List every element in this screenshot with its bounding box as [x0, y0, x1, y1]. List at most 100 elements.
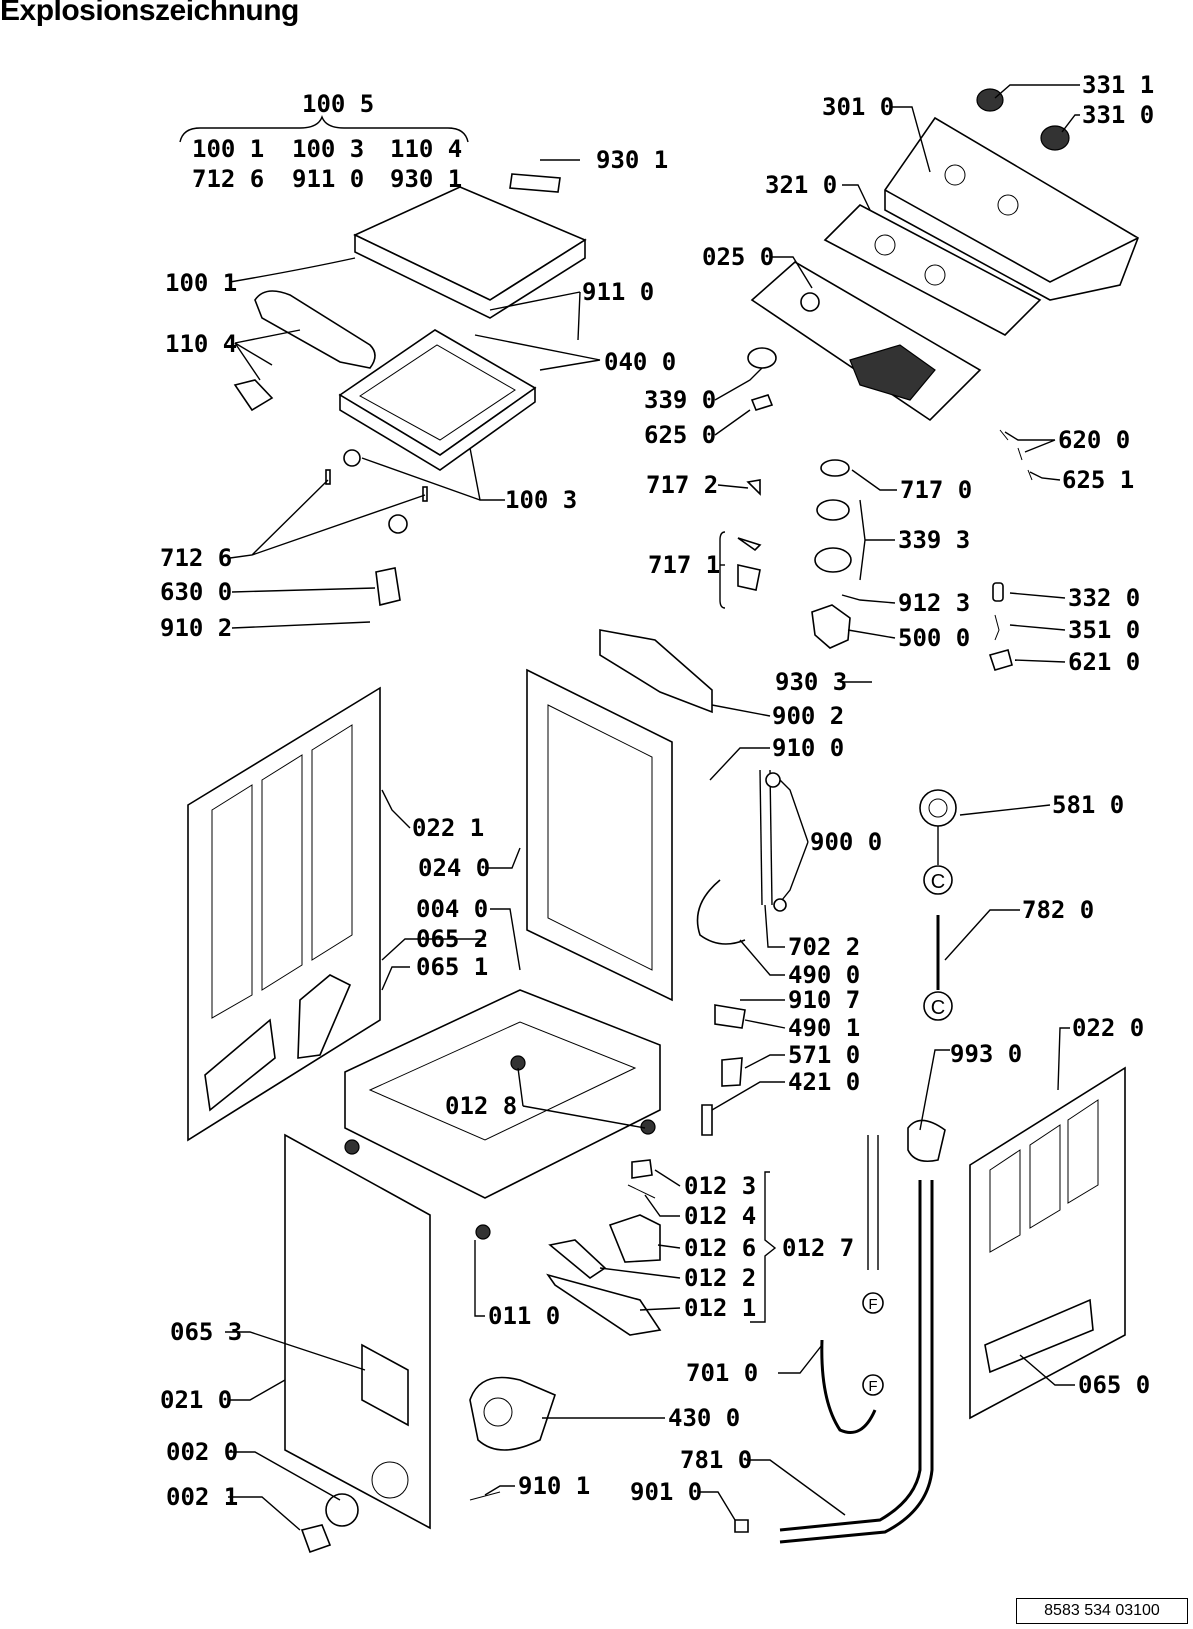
- part-label: 065 0: [1078, 1371, 1150, 1399]
- part-label: 993 0: [950, 1040, 1022, 1068]
- part-label: 910 2: [160, 614, 232, 642]
- part-label: 717 1: [648, 551, 720, 579]
- part-label: 430 0: [668, 1404, 740, 1432]
- group-header-item: 911 0: [292, 165, 364, 193]
- handle-clip: [233, 379, 274, 412]
- connector-label: F: [868, 1296, 877, 1313]
- part-label: 490 0: [788, 961, 860, 989]
- rear-bracket: [599, 629, 713, 714]
- part-label: 717 0: [900, 476, 972, 504]
- part-label: 024 0: [418, 854, 490, 882]
- part-label: 331 1: [1082, 71, 1154, 99]
- group-header-item: 930 1: [390, 165, 462, 193]
- part-label: 900 2: [772, 702, 844, 730]
- group-header-item: 100 3: [292, 135, 364, 163]
- sensor-part: [919, 789, 957, 827]
- part-label: 339 3: [898, 526, 970, 554]
- part-label: 100 1: [165, 269, 237, 297]
- part-label: 911 0: [582, 278, 654, 306]
- pump-part: [469, 1376, 556, 1451]
- part-label: 012 7: [782, 1234, 854, 1262]
- part-label: 621 0: [1068, 648, 1140, 676]
- part-label: 712 6: [160, 544, 232, 572]
- part-label: 351 0: [1068, 616, 1140, 644]
- block-part: [375, 567, 401, 606]
- part-label: 065 3: [170, 1318, 242, 1346]
- lid-part: [353, 186, 587, 301]
- part-label: 910 0: [772, 734, 844, 762]
- part-label: 021 0: [160, 1386, 232, 1414]
- connector-marker: [923, 865, 953, 895]
- part-label: 630 0: [160, 578, 232, 606]
- part-label: 581 0: [1052, 791, 1124, 819]
- part-label: 900 0: [810, 828, 882, 856]
- part-label: 571 0: [788, 1041, 860, 1069]
- connectors: C C F F: [862, 865, 953, 1396]
- part-label: 065 1: [416, 953, 488, 981]
- front-panel: [284, 1133, 431, 1530]
- part-label: 012 3: [684, 1172, 756, 1200]
- part-label: 901 0: [630, 1478, 702, 1506]
- part-label: 332 0: [1068, 584, 1140, 612]
- part-label: 100 3: [505, 486, 577, 514]
- motor-part: [811, 604, 851, 649]
- hinge-part: [388, 514, 408, 534]
- part-label: 301 0: [822, 93, 894, 121]
- base-frame: [344, 989, 661, 1199]
- part-labels: 930 1 100 1 911 0 110 4 040 0 100 3 712 …: [160, 71, 1154, 1511]
- part-label: 620 0: [1058, 426, 1130, 454]
- connector-marker: [923, 991, 953, 1021]
- parts-drawing: [187, 88, 1139, 1554]
- part-label: 625 1: [1062, 466, 1134, 494]
- handle-part: [254, 290, 376, 369]
- part-label: 701 0: [686, 1359, 758, 1387]
- disk-part: [747, 347, 777, 369]
- part-label: 011 0: [488, 1302, 560, 1330]
- page-title: Explosionszeichnung: [0, 0, 299, 27]
- part-label: 930 3: [775, 668, 847, 696]
- part-label: 022 0: [1072, 1014, 1144, 1042]
- lid-edge: [354, 233, 586, 319]
- part-label: 930 1: [596, 146, 668, 174]
- document-number: 8583 534 03100: [1016, 1598, 1188, 1624]
- connector-label: C: [931, 871, 945, 893]
- part-label: 910 7: [788, 986, 860, 1014]
- connector-label: C: [931, 997, 945, 1019]
- part-label: 490 1: [788, 1014, 860, 1042]
- connector-label: F: [868, 1378, 877, 1395]
- part-label: 717 2: [646, 471, 718, 499]
- part-label: 781 0: [680, 1446, 752, 1474]
- part-label: 002 0: [166, 1438, 238, 1466]
- strip-part: [509, 173, 561, 193]
- connector-marker: [862, 1374, 884, 1396]
- part-label: 110 4: [165, 330, 237, 358]
- part-label: 012 6: [684, 1234, 756, 1262]
- part-label: 702 2: [788, 933, 860, 961]
- part-label: 025 0: [702, 243, 774, 271]
- group-header: 100 5 100 1 100 3 110 4 712 6 911 0 930 …: [179, 90, 469, 193]
- part-label: 912 3: [898, 589, 970, 617]
- part-label: 910 1: [518, 1472, 590, 1500]
- part-label: 331 0: [1082, 101, 1154, 129]
- part-label: 002 1: [166, 1483, 238, 1511]
- part-label: 012 4: [684, 1202, 756, 1230]
- part-label: 040 0: [604, 348, 676, 376]
- leader-lines: [225, 84, 1080, 1531]
- part-label: 625 0: [644, 421, 716, 449]
- group-header-item: 100 1: [192, 135, 264, 163]
- part-label: 321 0: [765, 171, 837, 199]
- knob-part: [1040, 125, 1070, 151]
- part-label: 421 0: [788, 1068, 860, 1096]
- connector-marker: [862, 1292, 884, 1314]
- part-label: 782 0: [1022, 896, 1094, 924]
- part-label: 339 0: [644, 386, 716, 414]
- part-label: 012 1: [684, 1294, 756, 1322]
- part-label: 012 2: [684, 1264, 756, 1292]
- group-header-main: 100 5: [302, 90, 374, 118]
- part-label: 065 2: [416, 925, 488, 953]
- part-label: 022 1: [412, 814, 484, 842]
- back-panel: [526, 668, 673, 1002]
- part-label: 004 0: [416, 895, 488, 923]
- group-header-item: 110 4: [390, 135, 462, 163]
